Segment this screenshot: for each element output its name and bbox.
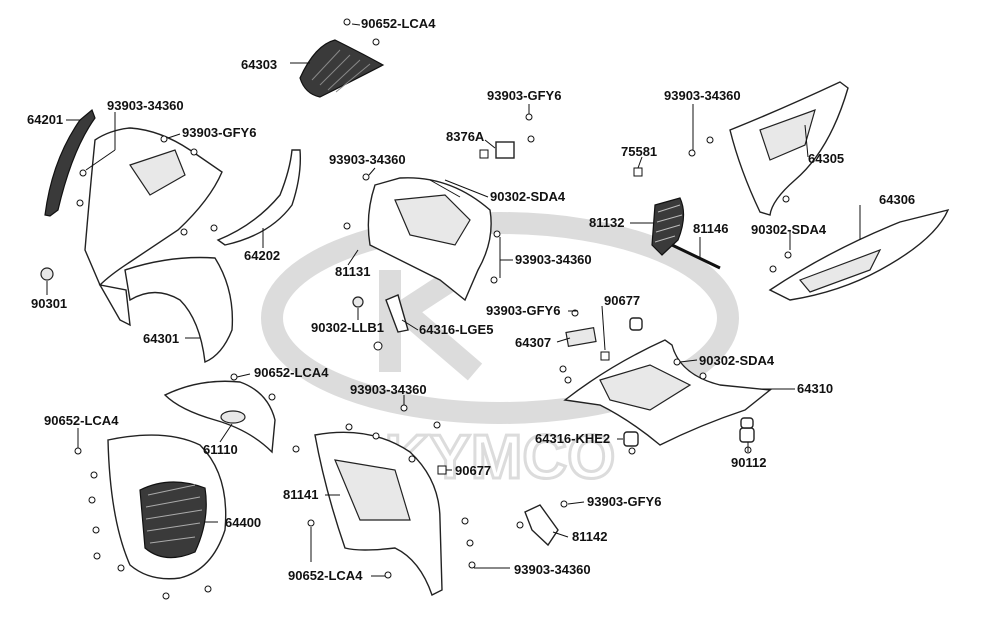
part-81142[interactable] [524,504,559,547]
label-90652-lca4-bottom[interactable]: 90652-LCA4 [288,568,363,583]
label-81141[interactable]: 81141 [283,487,319,502]
label-64306[interactable]: 64306 [879,192,916,207]
label-93903-gfy6-low[interactable]: 93903-GFY6 [587,494,662,509]
label-93903-34360-left[interactable]: 93903-34360 [107,98,184,113]
label-90652-lca4-left[interactable]: 90652-LCA4 [44,413,119,428]
part-8376a[interactable] [495,141,515,159]
label-64310[interactable]: 64310 [797,381,834,396]
part-90677-center[interactable] [600,351,610,361]
part-81146[interactable] [671,243,721,270]
part-90302-llb1[interactable] [352,296,364,308]
cushion-90112-top [740,417,754,429]
label-90677-center[interactable]: 90677 [604,293,641,308]
label-64301[interactable]: 64301 [143,331,180,346]
cushion-upper [629,317,643,331]
label-90652-lca4-mid[interactable]: 90652-LCA4 [254,365,329,380]
label-90302-sda4-low[interactable]: 90302-SDA4 [699,353,775,368]
label-81132[interactable]: 81132 [589,215,625,230]
label-64303[interactable]: 64303 [241,57,278,72]
label-90302-llb1[interactable]: 90302-LLB1 [311,320,384,335]
part-90301[interactable] [40,267,54,281]
part-61110[interactable] [163,380,276,454]
label-81142[interactable]: 81142 [572,529,608,544]
label-93903-gfy6-center[interactable]: 93903-GFY6 [486,303,561,318]
label-64307[interactable]: 64307 [515,335,552,350]
label-90302-sda4-mid[interactable]: 90302-SDA4 [490,189,566,204]
part-81141[interactable] [314,431,443,596]
part-64316-lge5[interactable] [385,294,409,333]
label-93903-34360-right[interactable]: 93903-34360 [664,88,741,103]
part-64316-khe2[interactable] [623,431,639,447]
clip-8376a [479,149,489,159]
part-64202[interactable] [216,149,302,246]
part-90112[interactable] [739,427,755,443]
part-81132[interactable] [651,197,685,256]
label-93903-34360-low[interactable]: 93903-34360 [350,382,427,397]
label-90301[interactable]: 90301 [31,296,68,311]
part-64307[interactable] [565,326,597,348]
label-64305[interactable]: 64305 [808,151,845,166]
part-64305[interactable] [729,81,849,216]
grille-64400 [139,481,207,559]
part-90677-low[interactable] [437,465,447,475]
part-64201[interactable] [44,108,96,217]
label-93903-34360-bottom[interactable]: 93903-34360 [514,562,591,577]
part-64301[interactable] [84,127,234,363]
label-90652-lca4-top[interactable]: 90652-LCA4 [361,16,436,31]
label-93903-gfy6-top[interactable]: 93903-GFY6 [487,88,562,103]
label-90112[interactable]: 90112 [731,455,767,470]
label-93903-34360-center[interactable]: 93903-34360 [515,252,592,267]
label-81146[interactable]: 81146 [693,221,729,236]
part-81131[interactable] [367,177,492,302]
label-8376a[interactable]: 8376A [446,129,485,144]
label-64316-khe2[interactable]: 64316-KHE2 [535,431,611,446]
label-64316-lge5[interactable]: 64316-LGE5 [419,322,494,337]
leader-lines [46,23,861,577]
part-64303[interactable] [299,39,385,98]
label-93903-34360-mid[interactable]: 93903-34360 [329,152,406,167]
part-64400[interactable] [107,434,227,580]
part-64310[interactable] [563,339,772,446]
label-90677-low[interactable]: 90677 [455,463,492,478]
label-61110[interactable]: 61110 [203,442,238,457]
label-81131[interactable]: 81131 [335,264,371,279]
label-75581[interactable]: 75581 [621,144,658,159]
label-64201[interactable]: 64201 [27,112,64,127]
label-93903-gfy6-left[interactable]: 93903-GFY6 [182,125,257,140]
part-64306[interactable] [768,208,950,301]
label-64400[interactable]: 64400 [225,515,262,530]
label-90302-sda4-right[interactable]: 90302-SDA4 [751,222,827,237]
label-64202[interactable]: 64202 [244,248,281,263]
part-75581[interactable] [633,167,643,177]
